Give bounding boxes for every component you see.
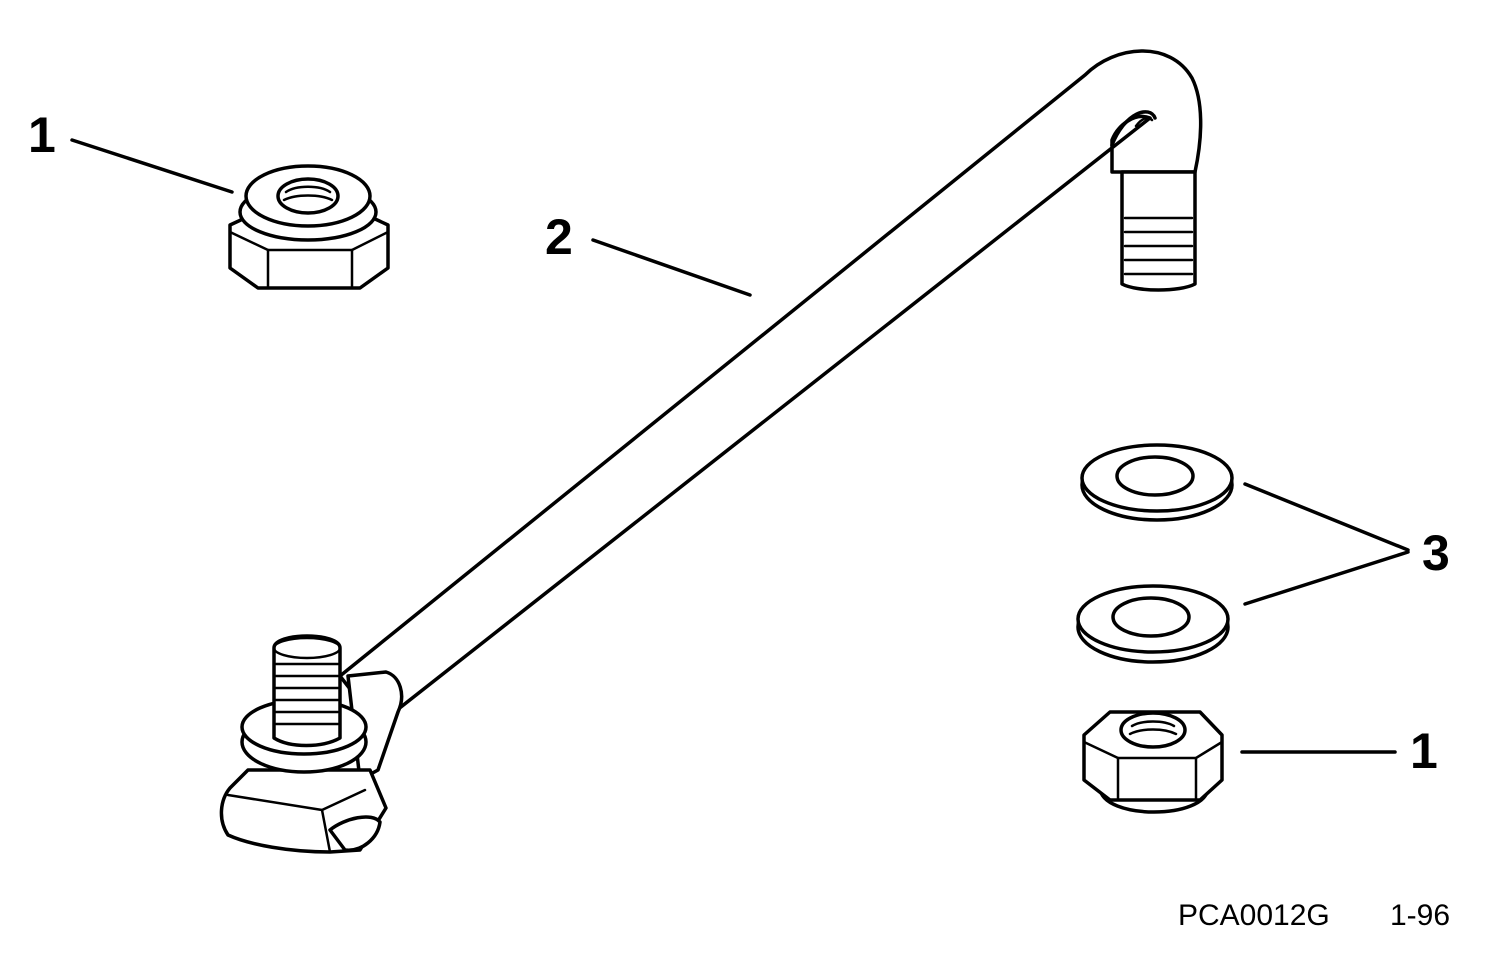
leader-link-rod [591,238,752,297]
washer-lower [1076,584,1230,664]
leader-washer-lower [1243,550,1410,606]
leader-washer-upper [1243,482,1410,552]
figure-code: PCA0012G [1178,899,1330,932]
nut-bottom-right [1082,710,1224,814]
callout-washers: 3 [1422,525,1450,581]
leader-nut-top [70,138,234,194]
callout-nut-top: 1 [28,107,56,163]
link-rod [219,49,1203,854]
nut-top-left [228,164,390,290]
washer-upper [1080,443,1234,522]
callout-nut-bottom: 1 [1410,723,1438,779]
figure-revision: 1-96 [1390,899,1450,932]
callout-link-rod: 2 [545,209,573,265]
